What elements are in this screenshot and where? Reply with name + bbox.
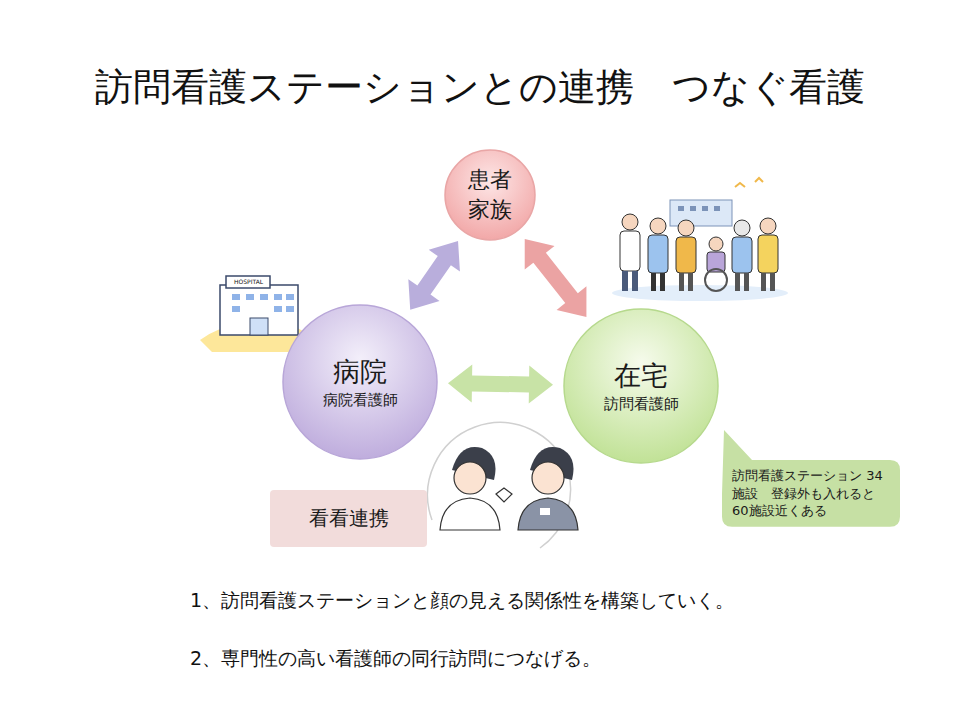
text-wrap: 看看連携 (270, 490, 427, 547)
double-arrow (448, 365, 553, 404)
station-count-callout: 訪問看護ステーション 34施設 登録外も入れると60施設近くある (722, 460, 900, 527)
text-wrap: 病院病院看護師 (282, 304, 438, 460)
circle-shape (444, 149, 536, 241)
point-two: 2、専門性の高い看護師の同行訪問につなげる。 (190, 646, 601, 672)
point-one: 1、訪問看護ステーションと顔の見える関係性を構築していく。 (190, 588, 734, 614)
node-subtext: 病院看護師 (323, 390, 398, 410)
node-heading: 在宅 (614, 358, 668, 394)
circle-outline (445, 150, 535, 240)
node-heading: 看看連携 (309, 505, 389, 532)
circle-outline (564, 309, 718, 463)
node-subtext: 訪問看護師 (604, 394, 679, 414)
node-heading: 訪問看護ステーション 34施設 登録外も入れると60施設近くある (732, 467, 890, 520)
home-circle: 在宅訪問看護師 (563, 308, 719, 464)
hospital-sign: HOSPITAL (234, 278, 263, 285)
callout-bubble (722, 430, 900, 527)
double-arrow (408, 241, 460, 310)
circle-outline (283, 305, 437, 459)
nurse-collaboration-box: 看看連携 (270, 490, 427, 547)
text-wrap: 患者 家族 (444, 149, 536, 241)
text-wrap: 在宅訪問看護師 (563, 308, 719, 464)
people-group (612, 178, 788, 301)
nurses-icon (428, 423, 578, 548)
node-heading: 病院 (333, 354, 387, 390)
text-wrap: 訪問看護ステーション 34施設 登録外も入れると60施設近くある (722, 460, 900, 527)
double-arrow (525, 239, 587, 317)
node-heading: 患者 家族 (465, 165, 515, 224)
patient-family-circle: 患者 家族 (444, 149, 536, 241)
hospital-circle: 病院病院看護師 (282, 304, 438, 460)
title: 訪問看護ステーションとの連携 つなぐ看護 (0, 62, 960, 113)
